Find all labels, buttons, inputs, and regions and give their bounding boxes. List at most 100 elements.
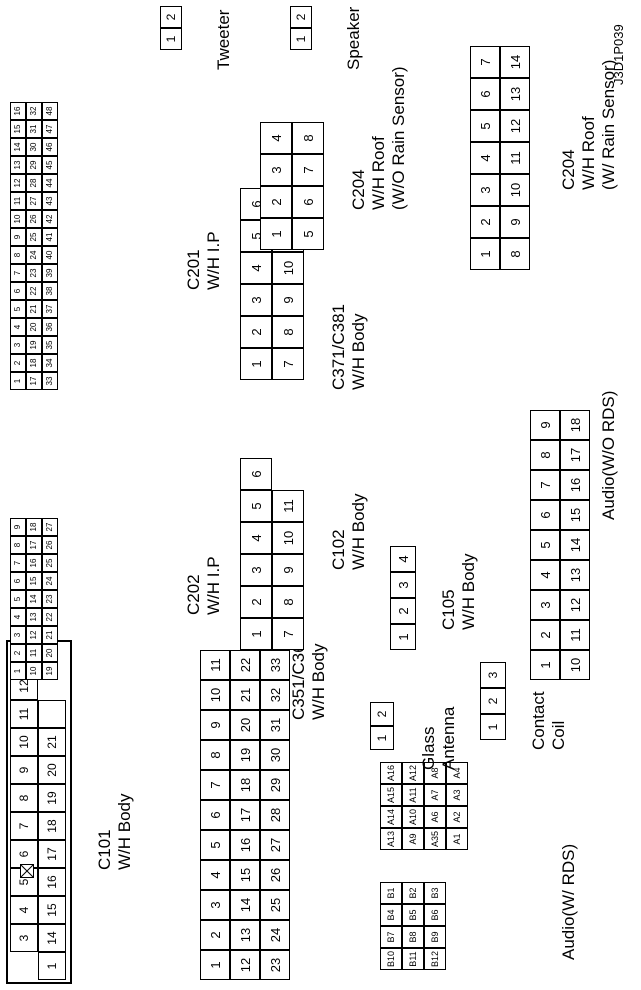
pin: 4 bbox=[10, 608, 26, 626]
pin: 20 bbox=[230, 710, 260, 740]
pin: 10 bbox=[10, 210, 26, 228]
pin: B9 bbox=[424, 926, 446, 948]
pin: 25 bbox=[42, 554, 58, 572]
pin: 7 bbox=[200, 770, 230, 800]
pin: 7 bbox=[272, 618, 304, 650]
pin: 7 bbox=[530, 470, 560, 500]
pin: B2 bbox=[402, 882, 424, 904]
pin: 6 bbox=[470, 78, 500, 110]
pin: 23 bbox=[260, 950, 290, 980]
pin: 1 bbox=[530, 650, 560, 680]
pin: B11 bbox=[402, 948, 424, 970]
pin: 1 bbox=[370, 726, 394, 750]
c201-desc: W/H I.P bbox=[204, 231, 223, 290]
c351-desc: W/H Body bbox=[309, 643, 328, 720]
pin: 3 bbox=[200, 890, 230, 920]
pin: 10 bbox=[272, 522, 304, 554]
pin: 9 bbox=[500, 206, 530, 238]
pin: A35 bbox=[424, 828, 446, 850]
pin: 18 bbox=[26, 518, 42, 536]
contact-name1: Contact bbox=[529, 691, 548, 750]
pin: 47 bbox=[42, 120, 58, 138]
pin: 9 bbox=[10, 518, 26, 536]
pin: 19 bbox=[230, 740, 260, 770]
pin: 2 bbox=[10, 354, 26, 372]
pin: 3 bbox=[240, 554, 272, 586]
c204b-desc1: W/H Roof bbox=[579, 116, 598, 190]
pin: 4 bbox=[240, 522, 272, 554]
pin: 3 bbox=[470, 174, 500, 206]
pin: 3 bbox=[10, 336, 26, 354]
pin: A2 bbox=[446, 806, 468, 828]
pin: 35 bbox=[42, 336, 58, 354]
pin: 29 bbox=[26, 156, 42, 174]
contact-name2: Coil bbox=[549, 720, 568, 750]
c371-name: C371/C381 bbox=[329, 303, 348, 390]
pin: 22 bbox=[26, 282, 42, 300]
pin: B10 bbox=[380, 948, 402, 970]
pin: 11 bbox=[200, 650, 230, 680]
pin: 10 bbox=[200, 680, 230, 710]
pin: 4 bbox=[200, 860, 230, 890]
pin: 15 bbox=[26, 572, 42, 590]
pin: 3 bbox=[260, 154, 292, 186]
pin: 8 bbox=[10, 536, 26, 554]
pin: A7 bbox=[424, 784, 446, 806]
c102-desc: W/H Body bbox=[349, 493, 368, 570]
pin: B3 bbox=[424, 882, 446, 904]
pin: 36 bbox=[42, 318, 58, 336]
pin: 1 bbox=[470, 238, 500, 270]
pin: 39 bbox=[42, 264, 58, 282]
pin: 2 bbox=[370, 702, 394, 726]
pin: A1 bbox=[446, 828, 468, 850]
pin: 3 bbox=[10, 626, 26, 644]
pin: A13 bbox=[380, 828, 402, 850]
pin: 46 bbox=[42, 138, 58, 156]
pin: 13 bbox=[230, 920, 260, 950]
pin: 32 bbox=[260, 680, 290, 710]
pin: 15 bbox=[560, 500, 590, 530]
pin: 3 bbox=[390, 572, 416, 598]
pin: A11 bbox=[402, 784, 424, 806]
pin: 19 bbox=[26, 336, 42, 354]
pin: 11 bbox=[272, 490, 304, 522]
pin: 4 bbox=[260, 122, 292, 154]
c202-name: C202 bbox=[184, 574, 203, 615]
pin: 9 bbox=[272, 284, 304, 316]
pin: 6 bbox=[200, 800, 230, 830]
pin: 30 bbox=[26, 138, 42, 156]
pin: 5 bbox=[470, 110, 500, 142]
pin: 12 bbox=[230, 950, 260, 980]
c101-name: C101 bbox=[95, 829, 114, 870]
pin: B5 bbox=[402, 904, 424, 926]
pin: 8 bbox=[500, 238, 530, 270]
c101-desc: W/H Body bbox=[115, 793, 134, 870]
pin: 10 bbox=[560, 650, 590, 680]
pin: 21 bbox=[26, 300, 42, 318]
pin: 21 bbox=[230, 680, 260, 710]
pin: 4 bbox=[530, 560, 560, 590]
pin: 12 bbox=[26, 626, 42, 644]
pin: A10 bbox=[402, 806, 424, 828]
pin: 5 bbox=[10, 300, 26, 318]
c204a-desc1: W/H Roof bbox=[369, 136, 388, 210]
pin: 13 bbox=[500, 78, 530, 110]
c202-desc: W/H I.P bbox=[204, 556, 223, 615]
c201-name: C201 bbox=[184, 249, 203, 290]
pin: A14 bbox=[380, 806, 402, 828]
pin: 32 bbox=[26, 102, 42, 120]
pin: 9 bbox=[200, 710, 230, 740]
pin: 25 bbox=[260, 890, 290, 920]
pin: 16 bbox=[560, 470, 590, 500]
pin: B1 bbox=[380, 882, 402, 904]
pin: 2 bbox=[200, 920, 230, 950]
pin: 18 bbox=[230, 770, 260, 800]
pin: 28 bbox=[26, 174, 42, 192]
pin: 6 bbox=[10, 282, 26, 300]
pin: 26 bbox=[26, 210, 42, 228]
audio-wo-name: Audio(W/O RDS) bbox=[599, 390, 618, 520]
pin: B6 bbox=[424, 904, 446, 926]
pin: 6 bbox=[10, 572, 26, 590]
pin: B12 bbox=[424, 948, 446, 970]
